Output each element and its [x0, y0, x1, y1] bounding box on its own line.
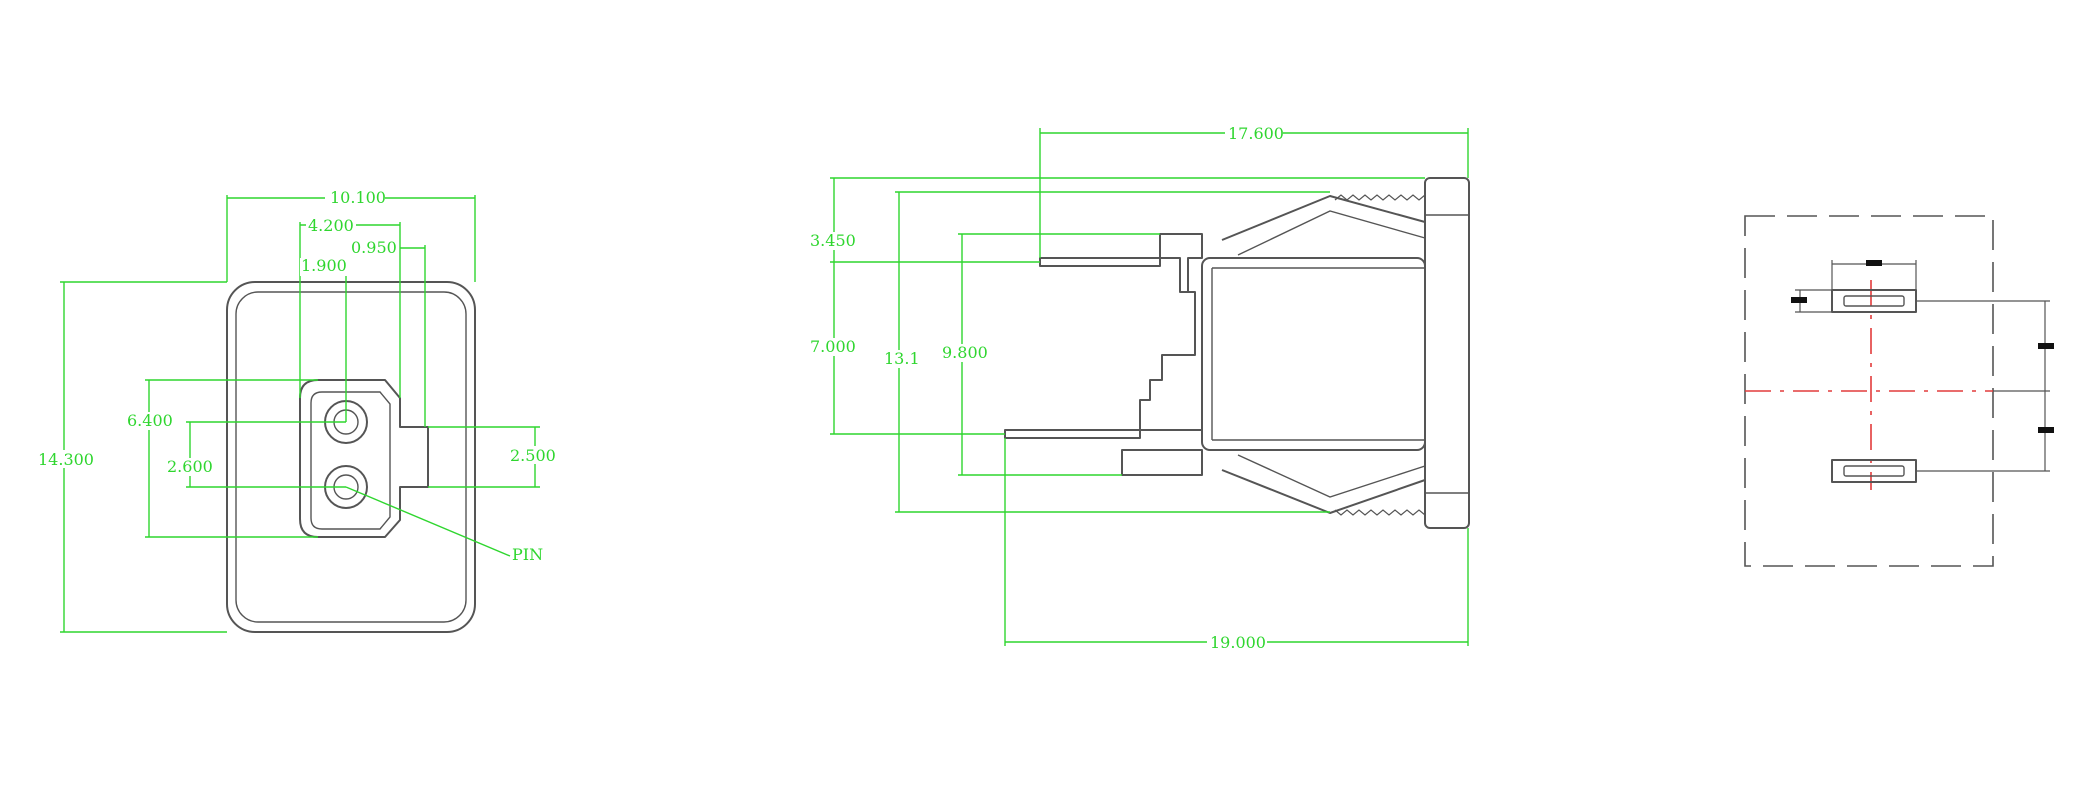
- dim-inner-height: 9.800: [942, 343, 988, 362]
- dim-front-offset-b: 0.950: [351, 238, 397, 257]
- side-flange: [1424, 177, 1470, 529]
- side-stepped-back: [1159, 233, 1203, 293]
- footprint-mark-upper-spacing: [2038, 343, 2054, 349]
- dim-side-bottom-length: 19.000: [1210, 633, 1266, 652]
- dim-pin-pitch: 2.600: [167, 457, 213, 476]
- dim-socket-height: 6.400: [127, 411, 173, 430]
- dim-front-height: 14.300: [38, 450, 94, 469]
- side-view: 17.600 19.000 3.450 7.000 13.1 9.800: [808, 124, 1470, 652]
- side-pin-upper: [1039, 257, 1161, 267]
- front-view: 10.100 4.200 0.950 1.900 14.300 6.400 2.…: [36, 188, 558, 633]
- dim-pin-spacing: 7.000: [810, 337, 856, 356]
- dim-front-offset-c: 1.900: [301, 256, 347, 275]
- footprint-mark-pad-width: [1866, 260, 1882, 266]
- pin-label: PIN: [512, 545, 543, 564]
- footprint-view: [1744, 215, 2054, 567]
- dim-pin-offset: 3.450: [810, 231, 856, 250]
- side-thread-body: [1221, 195, 1426, 514]
- socket-inner: [310, 391, 391, 530]
- dim-front-width: 10.100: [330, 188, 386, 207]
- front-housing-outer: [226, 281, 476, 633]
- dim-body-height: 13.1: [884, 349, 920, 368]
- footprint-mark-pad-height: [1791, 297, 1807, 303]
- side-pin-lower: [1004, 429, 1141, 439]
- dim-front-offset-a: 4.200: [308, 216, 354, 235]
- footprint-mark-lower-spacing: [2038, 427, 2054, 433]
- dim-tab-height: 2.500: [510, 446, 556, 465]
- dim-side-top-length: 17.600: [1228, 124, 1284, 143]
- front-housing-inner: [235, 291, 467, 623]
- side-barrel: [1201, 257, 1426, 451]
